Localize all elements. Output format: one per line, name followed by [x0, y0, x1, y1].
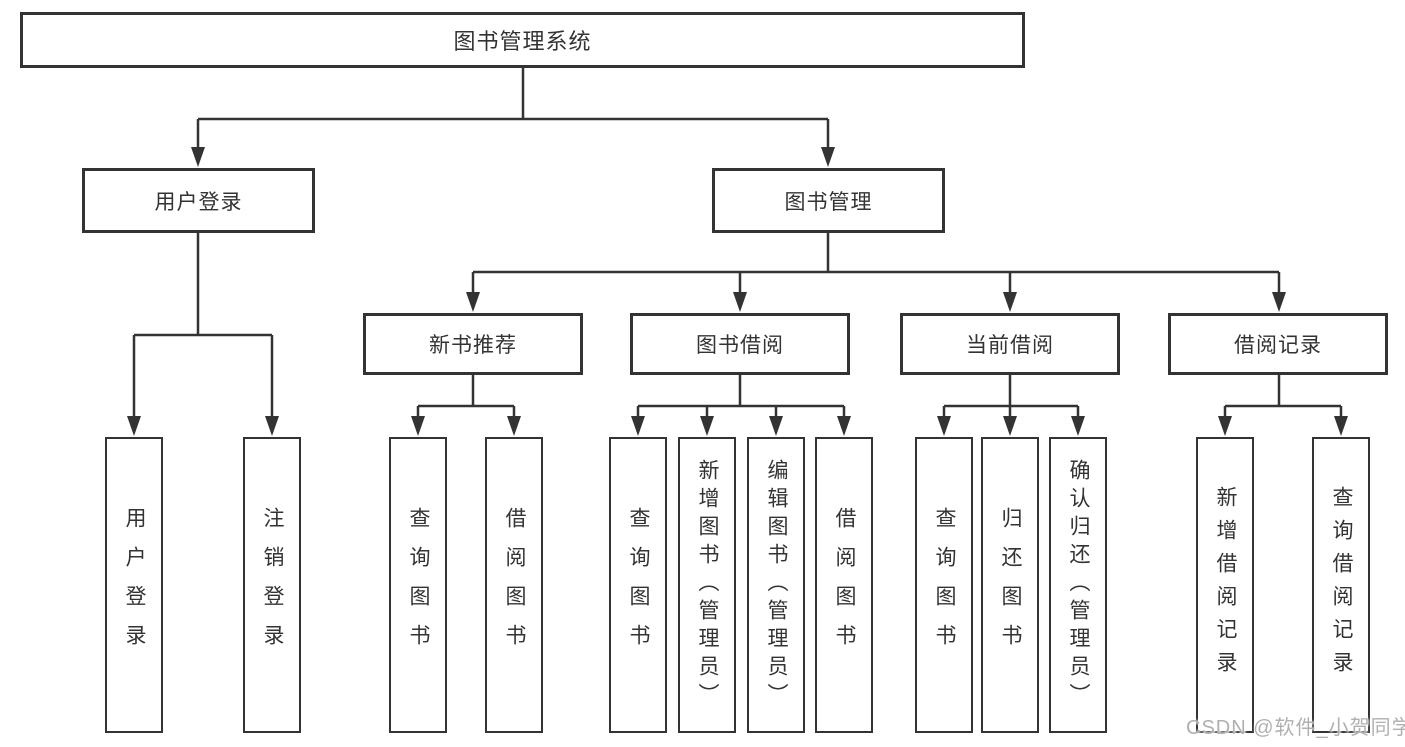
leaf-borrow-books-recommend-label: 借阅图书 — [503, 507, 527, 663]
leaf-add-books-admin: 新增图书（管理员） — [678, 437, 736, 733]
leaf-user-login: 用户登录 — [105, 437, 163, 733]
node-borrowing-records-label: 借阅记录 — [1234, 334, 1322, 357]
leaf-query-borrow-record: 查询借阅记录 — [1312, 437, 1370, 733]
node-book-management: 图书管理 — [712, 168, 945, 233]
leaf-query-borrow-record-label: 查询借阅记录 — [1330, 486, 1354, 684]
arrowhead — [1071, 416, 1085, 436]
leaf-edit-books-admin: 编辑图书（管理员） — [747, 437, 805, 733]
node-current-borrowing-label: 当前借阅 — [966, 334, 1054, 357]
leaf-confirm-return-admin: 确认归还（管理员） — [1049, 437, 1107, 733]
arrowheads — [127, 147, 1348, 436]
connector-newbook-to-leaves — [416, 375, 516, 420]
connector-userlogin-to-leaves — [132, 233, 274, 420]
node-new-book-recommend: 新书推荐 — [363, 313, 583, 375]
leaf-query-books-borrowing-label: 查询图书 — [627, 507, 651, 663]
node-book-management-label: 图书管理 — [784, 190, 873, 214]
arrowhead — [191, 147, 205, 167]
leaf-query-books-current-label: 查询图书 — [933, 507, 957, 663]
arrowhead — [821, 147, 835, 167]
arrowhead — [411, 416, 425, 436]
node-user-login-label: 用户登录 — [154, 190, 243, 214]
node-borrowing-records: 借阅记录 — [1168, 313, 1388, 375]
node-book-borrowing: 图书借阅 — [630, 313, 850, 375]
connector-root-to-level2 — [196, 68, 830, 150]
node-root: 图书管理系统 — [20, 12, 1025, 68]
leaf-return-books: 归还图书 — [981, 437, 1039, 733]
leaf-logout-label: 注销登录 — [261, 507, 285, 663]
leaf-add-borrow-record-label: 新增借阅记录 — [1214, 486, 1238, 684]
leaf-edit-books-admin-label: 编辑图书（管理员） — [765, 459, 789, 711]
leaf-query-books-recommend: 查询图书 — [389, 437, 447, 733]
arrowhead — [631, 416, 645, 436]
connector-current-to-leaves — [942, 375, 1080, 420]
node-book-borrowing-label: 图书借阅 — [696, 334, 784, 357]
arrowhead — [507, 416, 521, 436]
leaf-query-books-current: 查询图书 — [915, 437, 973, 733]
leaf-borrow-books-borrowing-label: 借阅图书 — [833, 507, 857, 663]
arrowhead — [837, 416, 851, 436]
leaf-return-books-label: 归还图书 — [999, 507, 1023, 663]
leaf-add-borrow-record: 新增借阅记录 — [1196, 437, 1254, 733]
connector-borrowing-to-leaves — [636, 375, 846, 420]
leaf-query-books-recommend-label: 查询图书 — [407, 507, 431, 663]
node-current-borrowing: 当前借阅 — [900, 313, 1120, 375]
arrowhead — [700, 416, 714, 436]
leaf-borrow-books-recommend: 借阅图书 — [485, 437, 543, 733]
leaf-borrow-books-borrowing: 借阅图书 — [815, 437, 873, 733]
connector-bookmgmt-to-level3 — [471, 233, 1281, 295]
arrowhead — [733, 292, 747, 312]
arrowhead — [769, 416, 783, 436]
leaf-user-login-label: 用户登录 — [123, 507, 147, 663]
node-root-label: 图书管理系统 — [453, 29, 592, 54]
arrowhead — [1003, 416, 1017, 436]
leaf-logout: 注销登录 — [243, 437, 301, 733]
arrowhead — [265, 416, 279, 436]
arrowhead — [1272, 292, 1286, 312]
arrowhead — [127, 416, 141, 436]
arrowhead — [1218, 416, 1232, 436]
arrowhead — [466, 292, 480, 312]
leaf-add-books-admin-label: 新增图书（管理员） — [696, 459, 720, 711]
connector-records-to-leaves — [1223, 375, 1343, 420]
node-new-book-recommend-label: 新书推荐 — [429, 334, 517, 357]
arrowhead — [1003, 292, 1017, 312]
arrowhead — [937, 416, 951, 436]
leaf-query-books-borrowing: 查询图书 — [609, 437, 667, 733]
leaf-confirm-return-admin-label: 确认归还（管理员） — [1067, 459, 1091, 711]
arrowhead — [1334, 416, 1348, 436]
node-user-login: 用户登录 — [82, 168, 315, 233]
